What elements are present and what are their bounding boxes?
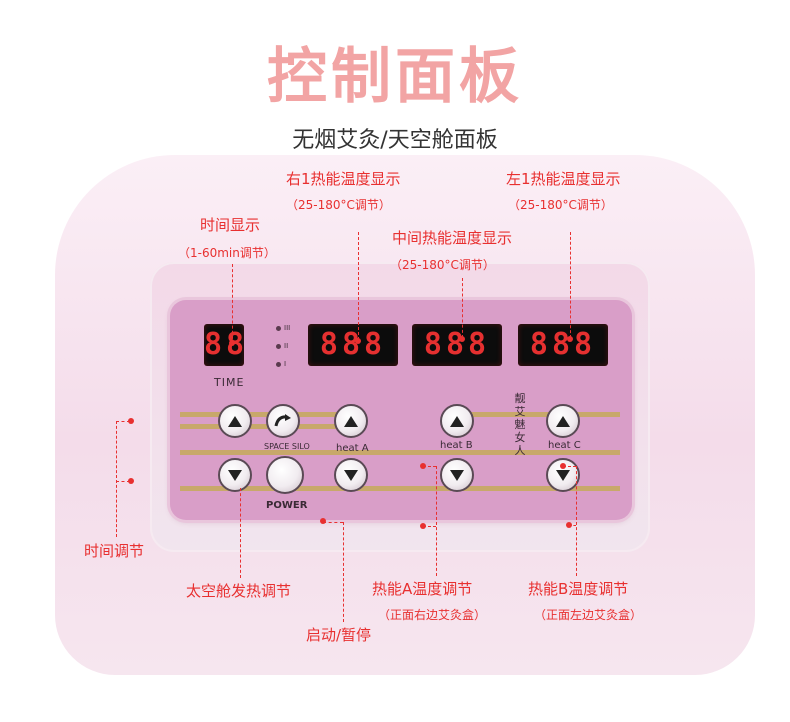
heat-b-down-button[interactable] — [440, 458, 474, 492]
annotation-heat-a-adjust: 热能A温度调节 — [372, 580, 473, 598]
down-arrow-icon — [556, 469, 570, 481]
page-subtitle: 无烟艾灸/天空舱面板 — [292, 128, 498, 153]
annotation-silo-heat-adjust: 太空舱发热调节 — [186, 582, 292, 600]
panel-stripe — [180, 424, 350, 429]
level-label-1: I — [284, 360, 287, 368]
heat-a-label: heat A — [336, 443, 369, 454]
heat-a-up-button[interactable] — [334, 404, 368, 438]
annotation-left1-temp: 左1热能温度显示 — [506, 170, 621, 188]
up-arrow-icon — [556, 415, 570, 427]
leader-dot — [459, 336, 465, 342]
annotation-time-display-range: （1-60min调节） — [178, 246, 276, 260]
up-arrow-icon — [450, 415, 464, 427]
heat-a-down-button[interactable] — [334, 458, 368, 492]
leader-line — [116, 421, 117, 537]
annotation-left1-temp-range: （25-180°C调节） — [508, 198, 613, 212]
leader-line — [563, 466, 576, 467]
heat-c-label: heat C — [548, 440, 581, 451]
annotation-right1-temp: 右1热能温度显示 — [286, 170, 401, 188]
up-arrow-icon — [344, 415, 358, 427]
time-up-button[interactable] — [218, 404, 252, 438]
leader-dot — [355, 338, 361, 344]
annotation-heat-b-adjust: 热能B温度调节 — [528, 580, 629, 598]
power-button[interactable] — [266, 456, 304, 494]
down-arrow-icon — [450, 469, 464, 481]
leader-line — [423, 526, 436, 527]
annotation-time-display: 时间显示 — [200, 216, 261, 234]
time-label: TIME — [214, 376, 245, 389]
leader-line — [323, 522, 343, 523]
leader-line — [232, 264, 233, 344]
heat-b-label: heat B — [440, 440, 473, 451]
annotation-heat-a-note: （正面右边艾灸盒） — [378, 608, 487, 622]
left1-temp-display: 888 — [518, 324, 608, 366]
panel-stripe — [180, 450, 620, 455]
panel-stripe — [180, 412, 350, 417]
annotation-right1-temp-range: （25-180°C调节） — [286, 198, 391, 212]
leader-dot — [128, 478, 134, 484]
leader-dot — [229, 340, 235, 346]
leader-line — [343, 522, 344, 622]
annotation-middle-temp-range: （25-180°C调节） — [390, 258, 495, 272]
level-label-2: II — [284, 342, 289, 350]
level-indicator-3 — [276, 326, 281, 331]
down-arrow-icon — [228, 469, 242, 481]
time-down-button[interactable] — [218, 458, 252, 492]
brand-text: 靓艾魅女人 — [514, 392, 526, 457]
level-label-3: III — [284, 324, 291, 332]
leader-line — [423, 466, 436, 467]
leader-dot — [128, 418, 134, 424]
right1-temp-display: 888 — [308, 324, 398, 366]
leader-line — [358, 232, 359, 340]
panel-stripe — [180, 486, 620, 491]
level-indicator-1 — [276, 362, 281, 367]
leader-line — [436, 466, 437, 576]
panel-stripe — [470, 412, 620, 417]
space-silo-button[interactable] — [266, 404, 300, 438]
leader-line — [576, 466, 577, 576]
down-arrow-icon — [344, 469, 358, 481]
control-panel: 88 TIME III II I 888 888 888 SPACE SILO … — [170, 300, 632, 520]
up-arrow-icon — [228, 415, 242, 427]
timer-display: 88 — [204, 324, 244, 366]
annotation-time-adjust: 时间调节 — [84, 542, 145, 560]
leader-line — [569, 525, 576, 526]
leader-line — [116, 481, 130, 482]
leader-line — [462, 278, 463, 338]
heat-b-up-button[interactable] — [440, 404, 474, 438]
annotation-heat-b-note: （正面左边艾灸盒） — [534, 608, 643, 622]
middle-temp-display: 888 — [412, 324, 502, 366]
power-label: POWER — [266, 500, 308, 511]
space-silo-label: SPACE SILO — [264, 442, 310, 451]
leader-line — [570, 232, 571, 338]
curved-arrow-icon — [274, 414, 291, 427]
annotation-start-pause: 启动/暂停 — [306, 626, 372, 644]
leader-line — [240, 488, 241, 578]
annotation-middle-temp: 中间热能温度显示 — [392, 229, 513, 247]
leader-line — [116, 421, 130, 422]
page-title: 控制面板 — [267, 42, 523, 112]
level-indicator-2 — [276, 344, 281, 349]
leader-dot — [567, 336, 573, 342]
leader-dot — [320, 518, 326, 524]
heat-c-up-button[interactable] — [546, 404, 580, 438]
